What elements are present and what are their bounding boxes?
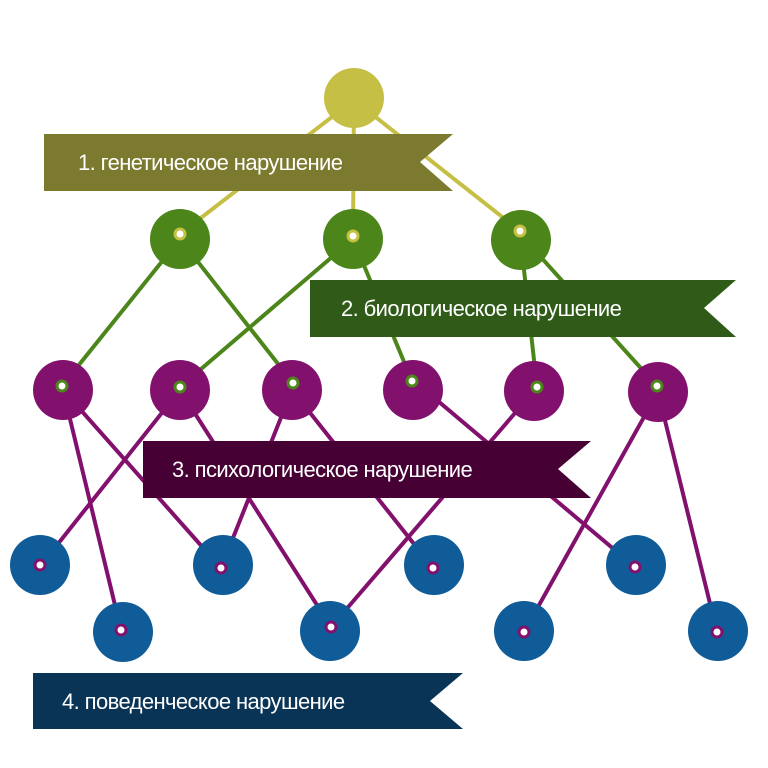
connector-l3a-to-l4b: [61, 388, 123, 632]
level-2-nodes: [150, 209, 551, 270]
level-3-node: [33, 360, 93, 420]
connector-l3f-to-l4h: [656, 390, 719, 634]
level-3-connectors: [40, 378, 719, 634]
level-4-node: [606, 535, 666, 595]
level-3-node: [628, 362, 688, 422]
level-4-node: [404, 535, 464, 595]
banner-behavioral-label: 4. поведенческое нарушение: [62, 689, 345, 714]
level-4-node: [93, 602, 153, 662]
level-3-node: [150, 360, 210, 420]
banner-psychological: 3. психологическое нарушение: [143, 441, 591, 498]
connector-l3e-to-l4d: [329, 389, 536, 629]
connector-l3a-to-l4a: [61, 388, 223, 570]
banner-psychological-label: 3. психологическое нарушение: [172, 457, 472, 482]
level-2-node: [323, 209, 383, 269]
connector-l2b-to-l3b: [178, 237, 355, 389]
banner-biological-label: 2. биологическое нарушение: [341, 296, 622, 321]
level-4-nodes: [10, 535, 748, 662]
level-3-node: [383, 360, 443, 420]
level-4-node: [10, 535, 70, 595]
connector-l2a-to-l3a: [60, 237, 182, 388]
level-1-node: [324, 68, 384, 128]
level-3-node: [504, 361, 564, 421]
banner-genetic-label: 1. генетическое нарушение: [78, 150, 343, 175]
level-4-node: [300, 601, 360, 661]
level-2-node: [150, 209, 210, 269]
level-4-node: [494, 601, 554, 661]
banner-biological: 2. биологическое нарушение: [310, 280, 736, 337]
connector-l3b-to-l4d: [178, 388, 333, 629]
banner-genetic: 1. генетическое нарушение: [44, 134, 453, 191]
banner-behavioral: 4. поведенческое нарушение: [33, 673, 463, 729]
connector-l3f-to-l4g: [522, 390, 660, 634]
connector-l1-to-l2c: [352, 98, 522, 233]
level-3-nodes: [33, 360, 688, 422]
connector-l2a-to-l3c: [178, 237, 295, 385]
level-3-node: [262, 360, 322, 420]
level-4-node: [193, 535, 253, 595]
level-2-node: [491, 210, 551, 270]
level-4-node: [688, 601, 748, 661]
connector-l3b-to-l4c: [40, 388, 182, 566]
